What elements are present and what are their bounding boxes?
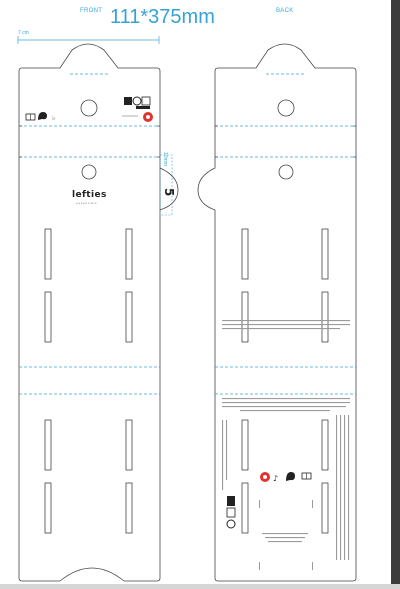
- front-fold-lines: [19, 73, 160, 395]
- horizontal-scrollbar[interactable]: [0, 584, 400, 589]
- front-side-number: 5: [162, 188, 176, 196]
- back-info-text-side-right: [336, 415, 350, 560]
- back-fold-lines: [215, 73, 356, 395]
- side-tab-label: 10mm: [162, 152, 168, 166]
- back-care-icons: ♪: [260, 472, 312, 483]
- brand-sub-logo: essentials: [76, 201, 98, 205]
- front-panel-outline: [18, 43, 161, 582]
- back-slots: [241, 228, 329, 534]
- back-panel-outline: [197, 43, 357, 582]
- dimension-line: [17, 36, 160, 44]
- front-care-icons: ♭: [25, 112, 55, 122]
- front-logo-badges: [122, 96, 153, 122]
- vertical-scrollbar[interactable]: [391, 0, 400, 589]
- front-half-circle: [159, 167, 179, 211]
- back-info-text-side-left: [222, 420, 228, 490]
- back-hang-hole: [277, 99, 295, 117]
- front-label: FRONT: [80, 8, 103, 14]
- svg-text:♪: ♪: [273, 474, 278, 483]
- front-small-hole: [81, 164, 97, 180]
- brand-logo: lefties: [72, 190, 107, 200]
- front-side-notches: [19, 125, 160, 158]
- front-side-tab: [159, 154, 173, 216]
- back-info-text-top: [222, 320, 350, 412]
- svg-text:♭: ♭: [52, 114, 55, 122]
- back-logo-badges: [226, 496, 236, 529]
- back-barcode-area: [259, 500, 313, 570]
- back-small-hole: [278, 164, 294, 180]
- page-title: 111*375mm: [110, 6, 215, 28]
- back-label: BACK: [276, 8, 294, 14]
- dimension-label: 7 cm: [18, 30, 29, 36]
- front-hang-hole: [80, 99, 98, 117]
- front-slots: [44, 228, 133, 534]
- back-side-notches: [215, 125, 356, 158]
